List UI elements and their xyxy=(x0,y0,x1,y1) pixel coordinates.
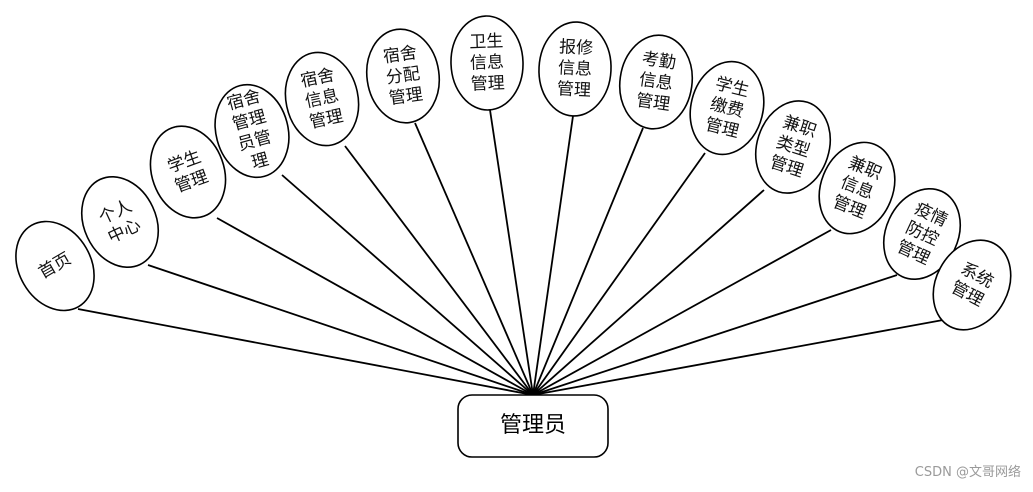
node-ellipse xyxy=(15,220,95,312)
connector-line xyxy=(532,319,944,396)
connector-line xyxy=(77,308,534,396)
node-label-line: 管理 xyxy=(556,79,591,101)
node-ellipse xyxy=(284,51,360,147)
connector-line xyxy=(344,145,534,396)
connector-line xyxy=(532,127,644,396)
node-ellipse xyxy=(755,100,831,194)
node-ellipse xyxy=(818,141,896,235)
connector-line xyxy=(532,229,832,396)
node-label-line: 信息 xyxy=(557,58,592,80)
node-ellipse xyxy=(932,239,1012,331)
connector-lines xyxy=(77,109,944,396)
node-ellipse xyxy=(365,28,441,124)
node-label-line: 宿舍 xyxy=(382,43,418,68)
node-label-line: 管理 xyxy=(388,85,424,110)
connector-line xyxy=(216,217,534,396)
node-label-line: 报修 xyxy=(559,37,594,59)
node-ellipse xyxy=(450,15,524,111)
node-label-line: 分配 xyxy=(385,64,421,89)
node-label-line: 管理 xyxy=(470,73,505,94)
node-label-line: 卫生 xyxy=(469,31,504,52)
node-ellipse xyxy=(538,21,612,117)
root-node: 管理员 xyxy=(457,394,609,458)
connector-line xyxy=(532,115,574,396)
function-nodes: 首页个人中心学生管理宿舍管理员管理宿舍信息管理宿舍分配管理卫生信息管理报修信息管… xyxy=(15,15,1012,331)
node-label-line: 管理 xyxy=(635,91,671,116)
node-label-line: 信息 xyxy=(638,70,674,95)
node-ellipse xyxy=(618,34,694,130)
connector-line xyxy=(532,189,765,396)
connector-line xyxy=(532,274,898,396)
node-ellipse xyxy=(214,83,290,179)
node-ellipse xyxy=(81,175,159,269)
node-label-line: 理 xyxy=(249,150,271,174)
connector-line xyxy=(532,152,706,396)
connector-line xyxy=(147,264,534,396)
watermark: CSDN @文哥网络 xyxy=(914,465,1021,480)
root-label: 管理员 xyxy=(500,413,566,438)
root-box xyxy=(457,394,609,458)
connector-line xyxy=(281,174,534,396)
function-node: 首页 xyxy=(15,220,95,312)
connector-line xyxy=(489,109,534,396)
node-label-line: 信息 xyxy=(470,52,505,73)
node-label-line: 考勤 xyxy=(641,49,677,74)
connector-line xyxy=(414,122,534,396)
node-ellipse xyxy=(689,60,765,156)
node-ellipse xyxy=(149,125,227,219)
